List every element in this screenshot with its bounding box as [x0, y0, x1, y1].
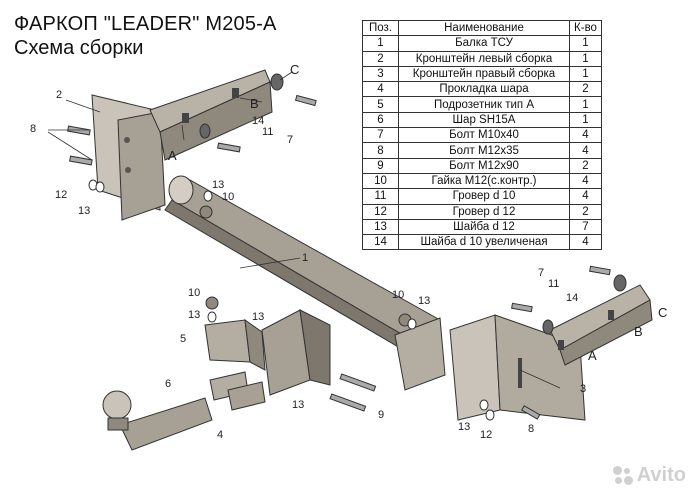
cell-qty: 4 [569, 234, 602, 251]
callout-7-left: 7 [287, 134, 293, 146]
callout-2: 2 [56, 89, 62, 101]
callout-c-left: C [290, 62, 299, 77]
cell-name: Гровер d 10 [398, 188, 570, 205]
callout-13-right: 13 [418, 295, 430, 307]
callout-10-right: 10 [392, 289, 404, 301]
header-pos: Поз. [362, 19, 399, 37]
callout-13-left: 13 [78, 205, 90, 217]
callout-11-right: 11 [548, 278, 559, 290]
callout-14-right: 14 [566, 292, 578, 304]
cell-name: Кронштейн левый сборка [398, 50, 570, 67]
cell-name: Болт М12х35 [398, 142, 570, 159]
cell-name: Подрозетник тип А [398, 96, 570, 113]
callout-a-right: A [588, 348, 597, 363]
avito-logo-icon [612, 465, 633, 486]
diagram-title: ФАРКОП "LEADER" M205-A Схема сборки [14, 12, 277, 60]
right-bracket [449, 284, 653, 421]
tow-ball [102, 390, 213, 451]
title-subtitle: Схема сборки [14, 37, 144, 59]
callout-4: 4 [217, 429, 223, 441]
callout-11-left: 11 [262, 126, 273, 138]
title-product: ФАРКОП "LEADER" M205-A [14, 13, 277, 35]
callout-3: 3 [580, 383, 586, 395]
callout-13-mid: 13 [188, 309, 200, 321]
callout-13-bottom-right: 13 [458, 421, 470, 433]
callout-b-right: B [634, 324, 643, 339]
cell-qty: 1 [569, 35, 602, 52]
ball-shims [209, 371, 266, 411]
callout-9: 9 [378, 409, 384, 421]
callout-10-top: 10 [222, 191, 234, 203]
right-fasteners [205, 265, 627, 421]
callout-10-mid: 10 [188, 287, 200, 299]
callout-5: 5 [180, 333, 186, 345]
callout-13-bottom: 13 [292, 399, 304, 411]
watermark-text: Avito [636, 464, 686, 486]
cell-name: Гайка М12(с.контр.) [398, 172, 570, 190]
ball-mount [261, 309, 331, 396]
callout-c-right: C [658, 305, 667, 320]
callout-13-top: 13 [212, 179, 224, 191]
tow-beam [164, 175, 446, 391]
callout-a-left: A [168, 148, 177, 163]
cell-qty: 1 [569, 50, 602, 67]
callout-8-left: 8 [30, 123, 36, 135]
left-fasteners [67, 73, 317, 219]
parts-table-header: Поз. Наименование К-во [362, 19, 602, 37]
cell-name: Болт М10х40 [398, 127, 570, 144]
callout-1: 1 [302, 252, 308, 264]
watermark: Avito [612, 464, 686, 487]
cell-name: Шайба d 10 увеличеная [398, 234, 570, 251]
callout-6: 6 [165, 378, 171, 390]
callout-7-right: 7 [538, 267, 544, 279]
cell-pos: 14 [362, 234, 399, 251]
callout-12-right: 12 [480, 429, 492, 441]
socket-plate [204, 318, 266, 371]
cell-qty: 4 [569, 127, 602, 144]
callout-13-center: 13 [252, 311, 264, 323]
callout-12-left: 12 [55, 189, 67, 201]
leader-lines [47, 71, 561, 389]
callout-14-left: 14 [252, 115, 264, 127]
callout-b-left: B [250, 96, 259, 111]
callouts: 2 1 3 4 5 6 7 7 8 8 9 10 10 10 11 11 12 … [30, 62, 667, 441]
left-bracket [91, 69, 273, 221]
callout-8-right: 8 [528, 423, 534, 435]
